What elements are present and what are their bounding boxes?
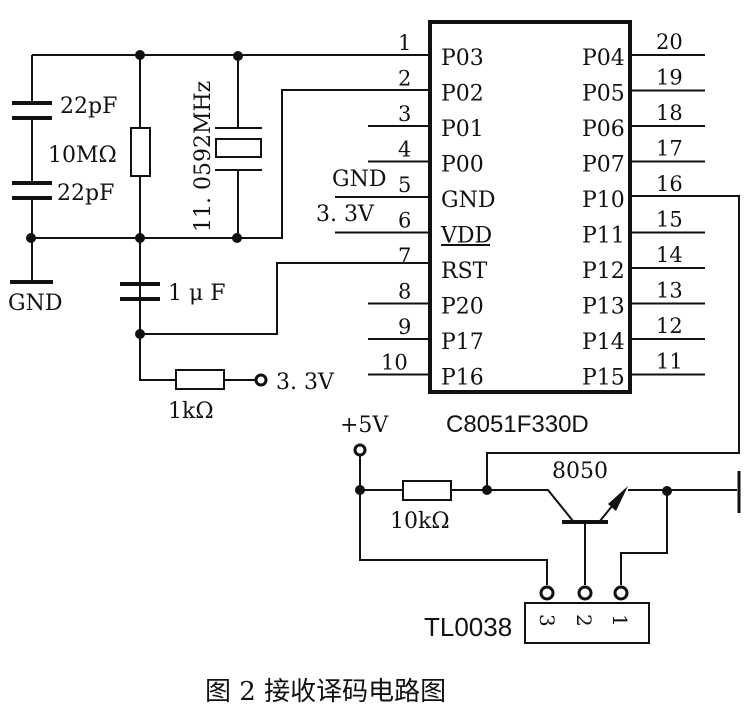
cap-bottom-label: 22pF xyxy=(57,181,114,206)
resistor-10m-label: 10MΩ xyxy=(48,143,117,168)
pin-number: 20 xyxy=(656,30,683,54)
resistor-10k-label: 10kΩ xyxy=(390,509,450,534)
pin-name: P01 xyxy=(441,117,484,142)
transistor-label: 8050 xyxy=(552,459,608,484)
pin-name: P20 xyxy=(441,295,484,320)
pin-number: 19 xyxy=(656,66,683,90)
pin-number: 7 xyxy=(398,244,411,268)
pin-number: 15 xyxy=(656,208,683,232)
pin-name: P03 xyxy=(441,46,484,71)
pin-number: 13 xyxy=(656,279,683,303)
pin-name: P02 xyxy=(441,82,484,107)
gnd-label: GND xyxy=(8,291,62,316)
receiver-pin-label-3: 3 xyxy=(535,614,559,627)
pin-name: GND xyxy=(441,188,495,213)
pin-number: 2 xyxy=(398,67,411,91)
pin-name: P00 xyxy=(441,153,484,178)
receiver-body xyxy=(524,602,650,644)
pin-name: RST xyxy=(441,259,488,284)
oscillator-network: 22pF 22pF GND 10MΩ 11. 0592MHz xyxy=(8,50,430,316)
emitter-arrow-icon xyxy=(608,486,628,511)
pin-number: 1 xyxy=(398,31,411,55)
pin-number: 9 xyxy=(398,315,411,339)
pin-number: 3 xyxy=(398,102,411,126)
junction-dot xyxy=(355,485,365,495)
receiver-pin3-terminal xyxy=(539,585,555,601)
wire-xtal2-pin2 xyxy=(32,89,430,239)
pin5-net-label: GND xyxy=(332,167,386,192)
junction-dot xyxy=(662,486,672,496)
resistor-10k xyxy=(402,480,452,501)
pin-name: P07 xyxy=(582,153,625,178)
junction-dot xyxy=(482,485,492,495)
pin-number: 18 xyxy=(656,101,683,125)
pin-number: 17 xyxy=(656,137,683,161)
wire xyxy=(139,299,176,381)
left-pin-group: 1P032P023P014P005GND6VDD7RST8P209P1710P1… xyxy=(335,31,495,391)
receiver-drive: +5V 10kΩ 8050 TL0038 3 2 xyxy=(340,413,741,644)
pin-number: 8 xyxy=(398,280,411,304)
resistor-1k xyxy=(175,369,225,390)
supply-5v-label: +5V xyxy=(340,413,389,438)
chip-name: C8051F330D xyxy=(446,411,589,438)
pin-name: P11 xyxy=(582,224,625,249)
figure-caption: 图 2 接收译码电路图 xyxy=(205,677,446,707)
pin-name: P14 xyxy=(582,330,625,355)
pin-number: 16 xyxy=(656,172,683,196)
pin-number: 4 xyxy=(398,138,411,162)
mcu-chip: C8051F330D 1P032P023P014P005GND6VDD7RST8… xyxy=(316,20,705,438)
resistor-1k-label: 1kΩ xyxy=(168,399,214,424)
wire-collector xyxy=(451,489,574,522)
reset-supply-label: 3. 3V xyxy=(276,370,335,395)
pin-number: 6 xyxy=(398,209,411,233)
pin-name: P04 xyxy=(582,46,625,71)
pin6-net-label: 3. 3V xyxy=(316,202,375,227)
pin-number: 14 xyxy=(656,243,683,267)
reset-network: 1 μ F 3. 3V 1kΩ xyxy=(120,262,430,424)
crystal xyxy=(215,138,262,158)
cap-top-label: 22pF xyxy=(60,94,117,119)
pin-name: P06 xyxy=(582,117,625,142)
ir-receiver: TL0038 3 2 1 xyxy=(424,585,650,644)
wire-reset-pin7 xyxy=(140,262,430,335)
receiver-label: TL0038 xyxy=(424,612,512,642)
pin-name: P17 xyxy=(441,330,484,355)
junction-dot xyxy=(232,233,242,243)
transistor-8050: 8050 xyxy=(552,459,741,585)
junction-dot xyxy=(135,233,145,243)
receiver-pin2-terminal xyxy=(577,585,593,601)
junction-dot xyxy=(135,50,145,60)
chip-body xyxy=(428,20,632,394)
pin-name: P05 xyxy=(582,82,625,107)
receiver-pin1-terminal xyxy=(613,585,629,601)
pin-name: P16 xyxy=(441,366,484,391)
pin-number: 11 xyxy=(656,350,683,374)
terminal-5v xyxy=(353,443,367,457)
pin-name: P10 xyxy=(582,188,625,213)
wire-p10-collector xyxy=(486,195,740,489)
pin-number: 5 xyxy=(398,173,411,197)
junction-dot xyxy=(26,233,36,243)
pin-number: 12 xyxy=(656,314,683,338)
wire-5v-pin3 xyxy=(359,455,548,585)
pin-number: 10 xyxy=(381,351,408,375)
junction-dot xyxy=(135,329,145,339)
crystal-label: 11. 0592MHz xyxy=(191,81,216,232)
junction-dot xyxy=(233,51,243,61)
receiver-pin-label-2: 2 xyxy=(572,614,596,627)
pin-name: P13 xyxy=(582,295,625,320)
resistor-10m xyxy=(130,127,151,177)
pin-name: P15 xyxy=(582,366,625,391)
terminal-3v3 xyxy=(254,373,268,387)
receiver-pin-label-1: 1 xyxy=(608,614,632,627)
pin-name: P12 xyxy=(582,259,625,284)
cap-1uf-label: 1 μ F xyxy=(168,281,226,306)
wire-pin1 xyxy=(620,490,668,585)
